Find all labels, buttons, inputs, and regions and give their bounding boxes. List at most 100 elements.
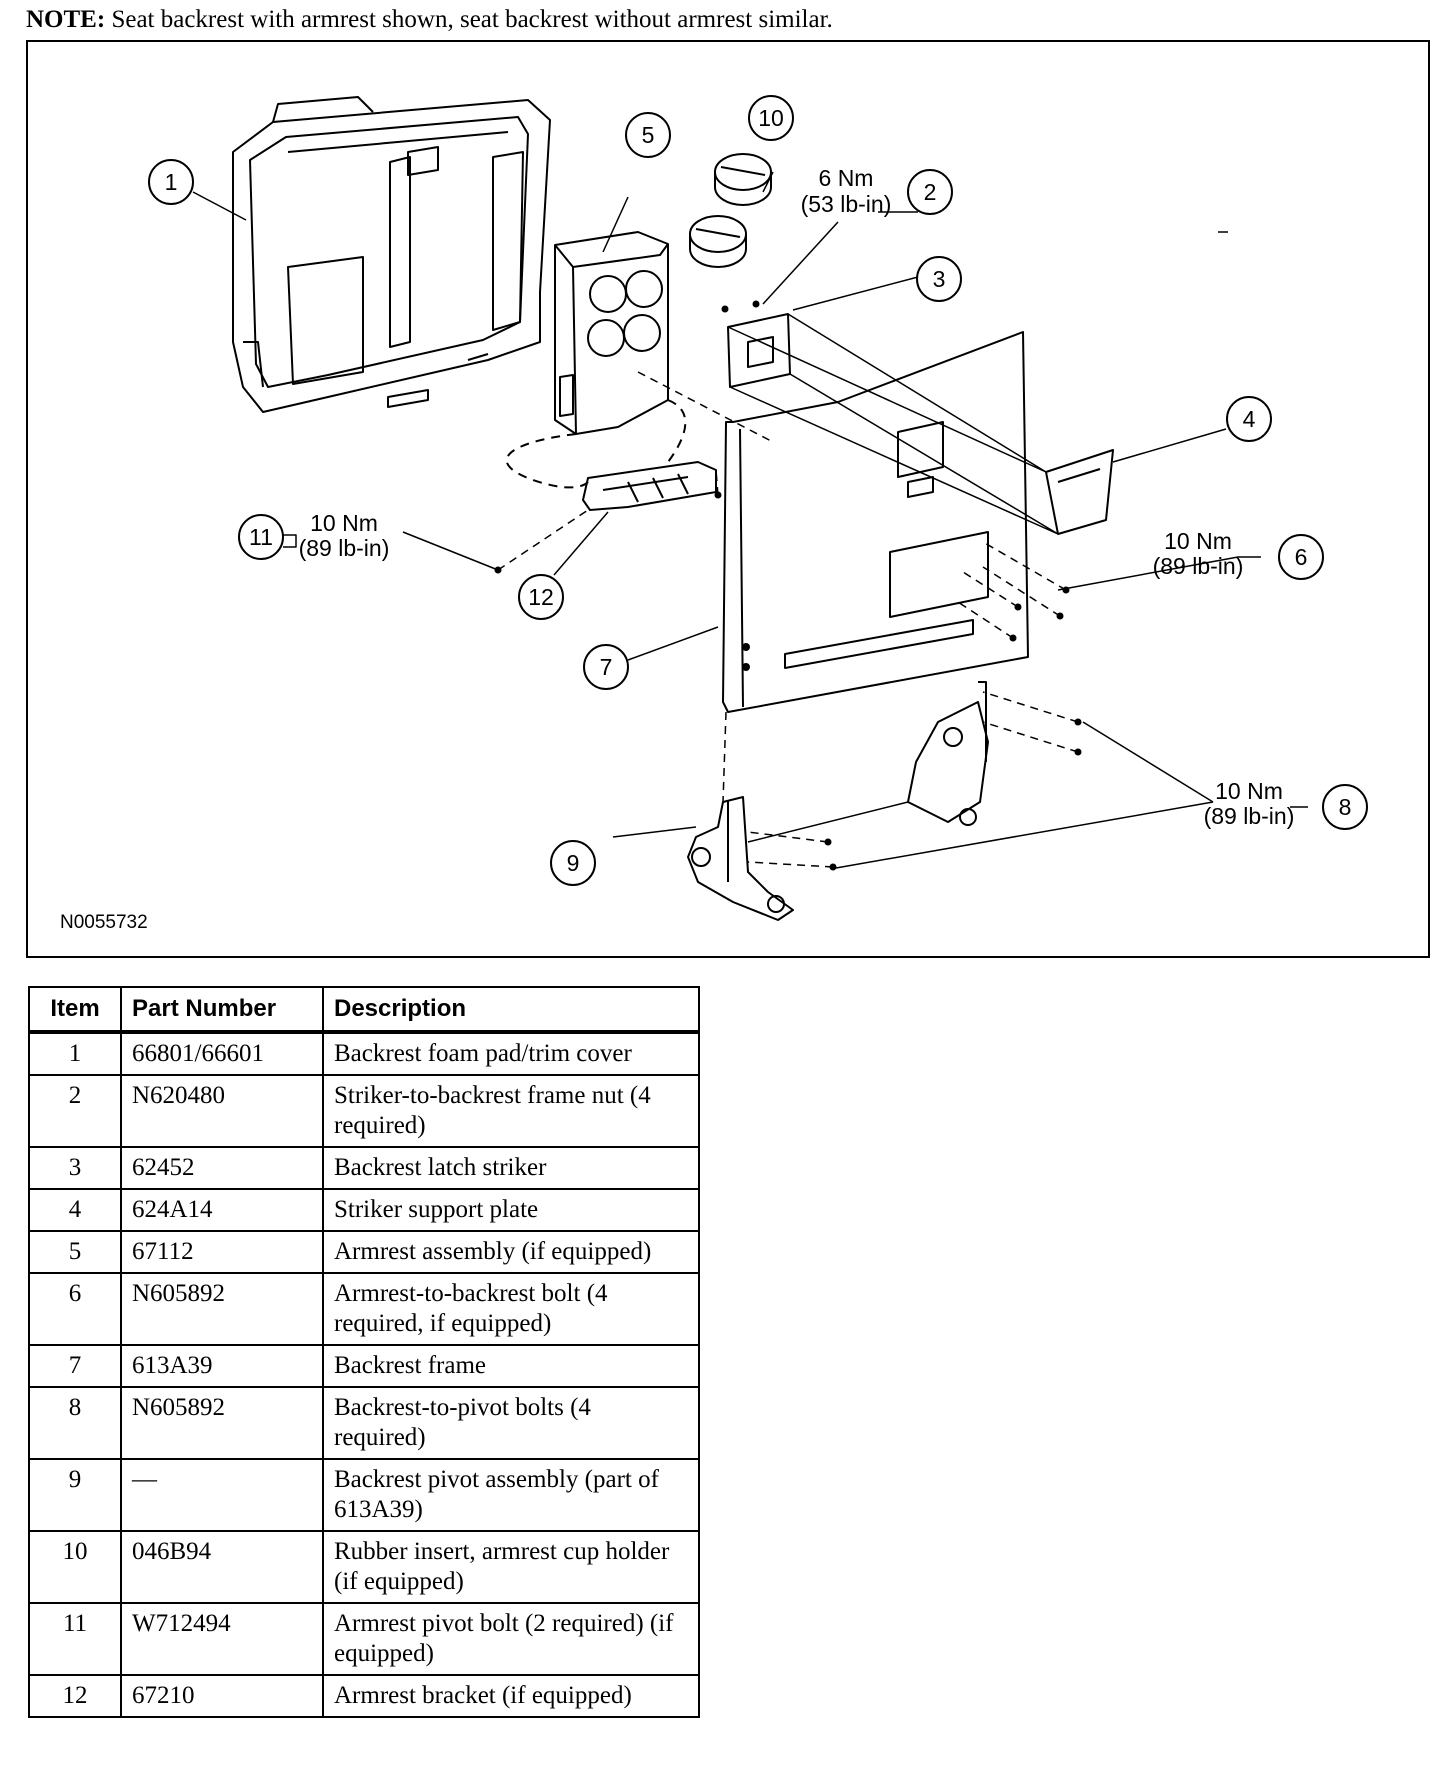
armrest-bracket-part [582,461,717,511]
parts-table: Item Part Number Description 1 66801/666… [28,986,700,1718]
callout-8-torque-nm: 10 Nm [1215,778,1283,804]
cell-part-number: 67210 [120,1674,324,1718]
cell-description: Backrest frame [322,1344,700,1388]
support-plate-guide-lines [727,313,1059,535]
note-label: NOTE: [26,6,106,33]
callout-8-number: 8 [1339,794,1352,820]
cell-item: 5 [28,1230,122,1274]
callout-9-number: 9 [567,850,580,876]
callout-circles [148,95,1368,886]
header-item: Item [28,986,122,1034]
armrest-assembly-path-2 [667,399,687,463]
cell-description: Armrest-to-backrest bolt (4 required, if… [322,1272,700,1346]
cell-part-number: 046B94 [120,1530,324,1604]
cell-description: Armrest assembly (if equipped) [322,1230,700,1274]
cell-part-number: N605892 [120,1386,324,1460]
table-row: 10 046B94 Rubber insert, armrest cup hol… [28,1530,700,1604]
callout-5-circle [625,112,671,158]
cell-part-number: — [120,1458,324,1532]
cell-description: Striker-to-backrest frame nut (4 require… [322,1074,700,1148]
callout-10-circle [748,95,794,141]
callout-7-circle [583,644,629,690]
table-row: 11 W712494 Armrest pivot bolt (2 require… [28,1602,700,1676]
callout-12-number: 12 [528,584,554,610]
armrest-assembly-part [554,231,669,435]
figure-id: N0055732 [60,912,148,933]
cell-description: Backrest latch striker [322,1146,700,1190]
cell-item: 7 [28,1344,122,1388]
note-text: Seat backrest with armrest shown, seat b… [105,6,833,33]
cell-description: Striker support plate [322,1188,700,1232]
callout-2-number: 2 [924,179,937,205]
backrest-pivot-assembly [687,796,794,921]
callout-12-circle [518,574,564,620]
callout-6-number: 6 [1295,544,1308,570]
cell-description: Backrest foam pad/trim cover [322,1031,700,1076]
armrest-assembly-path [505,433,589,489]
cell-item: 12 [28,1674,122,1718]
callout-6-circle [1278,534,1324,580]
cell-part-number: N605892 [120,1272,324,1346]
figure-note: NOTE: Seat backrest with armrest shown, … [26,6,833,34]
callout-5-number: 5 [642,122,655,148]
callout-3-number: 3 [933,266,946,292]
callout-8-circle [1322,784,1368,830]
header-part-number: Part Number [120,986,324,1034]
cup-holder-inserts [689,153,772,268]
leader-lines [192,171,1308,869]
cell-description: Armrest pivot bolt (2 required) (if equi… [322,1602,700,1676]
cell-item: 6 [28,1272,122,1346]
cell-item: 9 [28,1458,122,1532]
cell-part-number: 624A14 [120,1188,324,1232]
cell-item: 3 [28,1146,122,1190]
callout-6-torque-nm: 10 Nm [1164,528,1232,554]
cell-item: 1 [28,1031,122,1076]
cell-item: 8 [28,1386,122,1460]
callout-11-torque-lbin: (89 lb-in) [299,535,390,561]
table-row: 6 N605892 Armrest-to-backrest bolt (4 re… [28,1272,700,1346]
table-row: 7 613A39 Backrest frame [28,1344,700,1388]
callout-10-number: 10 [758,105,784,131]
callout-11-torque-nm: 10 Nm [310,510,378,536]
callout-11-number: 11 [249,524,273,550]
table-row: 1 66801/66601 Backrest foam pad/trim cov… [28,1031,700,1076]
callout-9-circle [550,840,596,886]
trim-cover-part [232,96,551,413]
cell-item: 4 [28,1188,122,1232]
table-row: 4 624A14 Striker support plate [28,1188,700,1232]
cell-description: Backrest pivot assembly (part of 613A39) [322,1458,700,1532]
callout-11-circle [238,514,284,560]
cell-part-number: 62452 [120,1146,324,1190]
callout-1-circle [148,159,194,205]
backrest-pivot-right [907,681,989,826]
bolt-icon [752,300,760,308]
table-header-row: Item Part Number Description [28,986,700,1034]
cell-item: 10 [28,1530,122,1604]
table-row: 9 — Backrest pivot assembly (part of 613… [28,1458,700,1532]
callout-6-torque-lbin: (89 lb-in) [1153,553,1244,579]
cell-description: Rubber insert, armrest cup holder (if eq… [322,1530,700,1604]
alignment-dashes [497,371,1079,868]
cell-item: 11 [28,1602,122,1676]
cell-description: Backrest-to-pivot bolts (4 required) [322,1386,700,1460]
exploded-view-figure: 1 2 3 4 5 6 7 8 9 10 11 12 6 Nm (53 lb-i… [26,40,1430,958]
backrest-frame-part [722,331,1029,713]
cell-part-number: N620480 [120,1074,324,1148]
bolt-icon [721,305,729,313]
table-row: 12 67210 Armrest bracket (if equipped) [28,1674,700,1718]
cell-part-number: 67112 [120,1230,324,1274]
callout-8-torque-lbin: (89 lb-in) [1204,803,1295,829]
table-row: 8 N605892 Backrest-to-pivot bolts (4 req… [28,1386,700,1460]
pivot-link-rod [747,801,909,843]
table-row: 3 62452 Backrest latch striker [28,1146,700,1190]
table-row: 5 67112 Armrest assembly (if equipped) [28,1230,700,1274]
cell-part-number: 66801/66601 [120,1031,324,1076]
table-row: 2 N620480 Striker-to-backrest frame nut … [28,1074,700,1148]
callout-2-circle [907,169,953,215]
striker-support-plate-part [1045,449,1114,535]
callout-7-number: 7 [600,654,613,680]
header-description: Description [322,986,700,1034]
exploded-view-drawing: 1 2 3 4 5 6 7 8 9 10 11 12 6 Nm (53 lb-i… [60,95,1368,933]
callout-4-number: 4 [1243,406,1256,432]
cell-description: Armrest bracket (if equipped) [322,1674,700,1718]
